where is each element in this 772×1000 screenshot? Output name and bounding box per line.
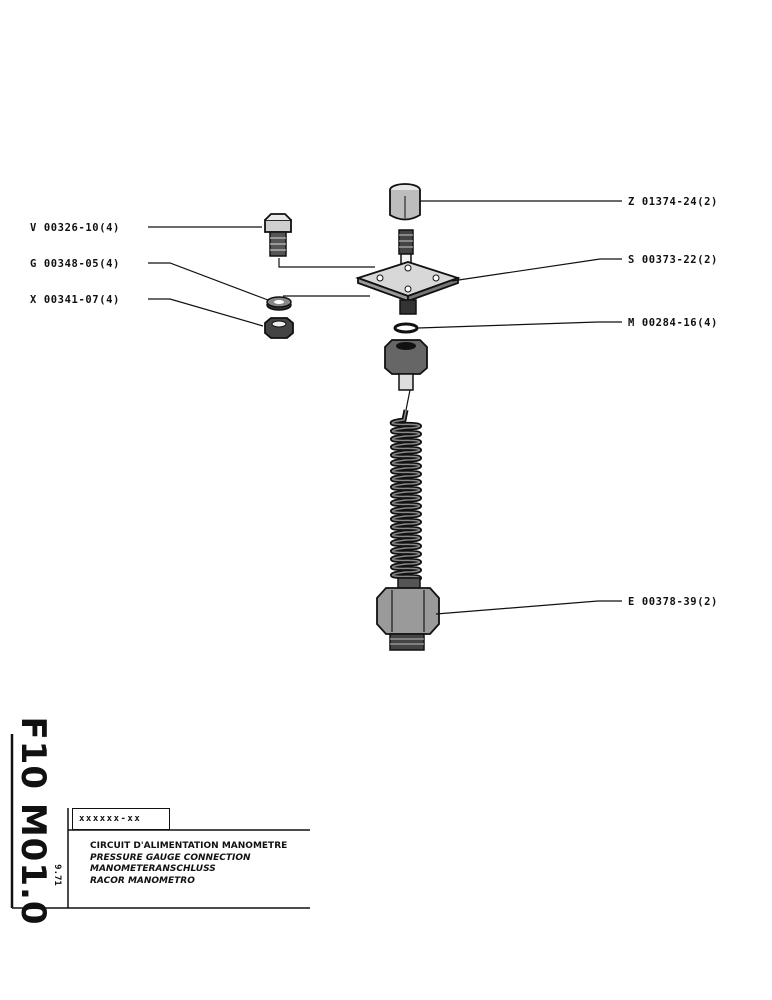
coil-spring-highlight [391, 409, 421, 581]
label-fitting: E 00378-39(2) [628, 596, 718, 608]
label-plate: S 00373-22(2) [628, 254, 718, 266]
washer-part [266, 296, 292, 311]
leader-washer [148, 262, 269, 301]
leader-nut [148, 298, 264, 327]
nut-part [264, 317, 294, 339]
leader-oring [417, 321, 622, 329]
oring-part [393, 322, 419, 334]
leader-plate [451, 258, 622, 282]
title-block-frame [10, 734, 310, 909]
label-bolt: V 00326-10(4) [30, 222, 120, 234]
bolt-part [264, 213, 292, 257]
cap-part [389, 183, 421, 221]
coil-spring-part [389, 409, 422, 583]
coupling-part [384, 339, 428, 411]
label-washer: G 00348-05(4) [30, 258, 120, 270]
fitting-part [376, 577, 440, 651]
plate-part [355, 261, 461, 315]
label-cap: Z 01374-24(2) [628, 196, 718, 208]
label-nut: X 00341-07(4) [30, 294, 120, 306]
leader-fitting [435, 600, 622, 615]
label-oring: M 00284-16(4) [628, 317, 718, 329]
